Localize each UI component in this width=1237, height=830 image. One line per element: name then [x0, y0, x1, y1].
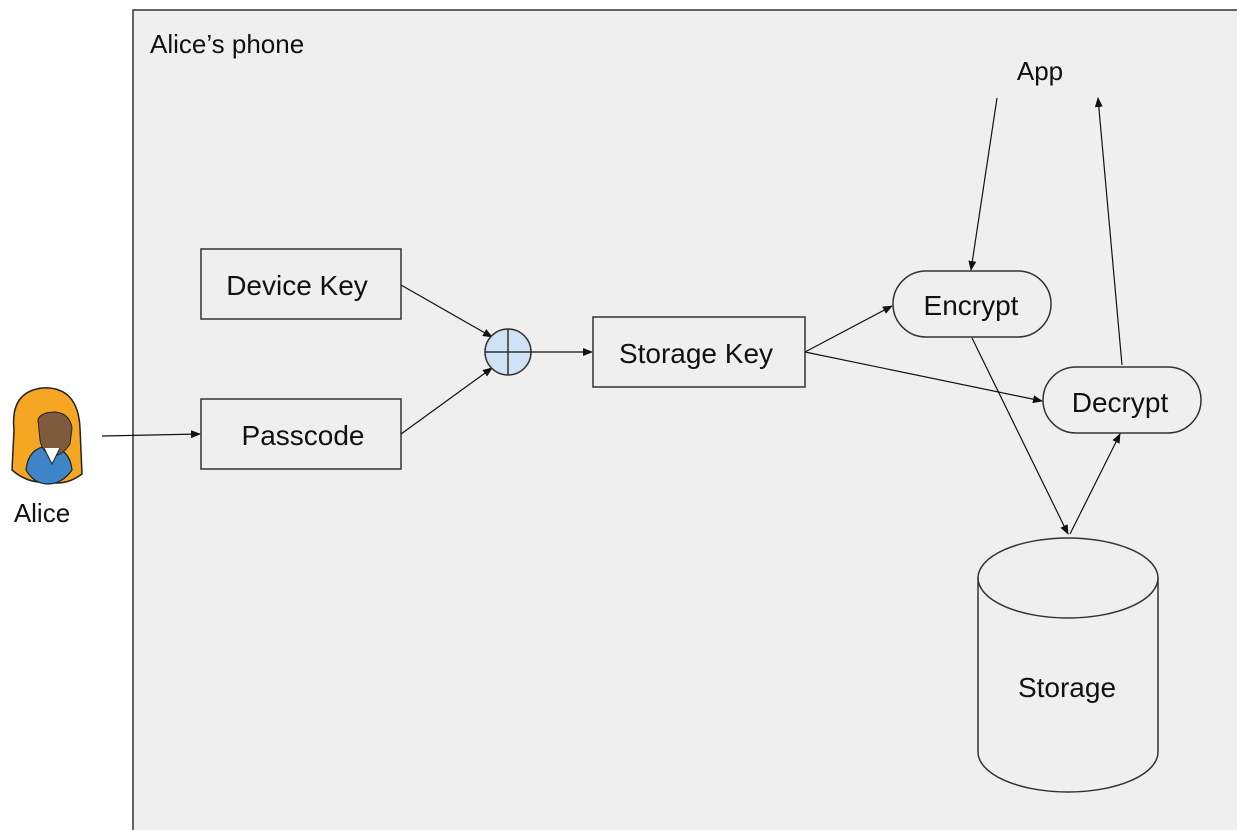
arrow-storage-key-to-decrypt — [804, 351, 1043, 404]
arrow-passcode-to-combine — [400, 367, 493, 435]
device-key-label: Device Key — [226, 270, 368, 301]
app-label: App — [1017, 56, 1063, 86]
encrypt-node — [892, 270, 1052, 338]
arrow-device-key-to-combine — [400, 284, 493, 338]
encrypt-label: Encrypt — [924, 290, 1019, 321]
phone-container-label: Alice’s phone — [150, 29, 304, 59]
arrow-app-to-encrypt — [968, 97, 998, 271]
storage-cylinder — [977, 537, 1159, 793]
passcode-label: Passcode — [242, 420, 365, 451]
arrow-storage-to-decrypt — [1069, 433, 1121, 535]
person-icon — [11, 387, 83, 485]
xor-circle-icon — [484, 328, 532, 376]
decrypt-node — [1042, 366, 1202, 434]
arrow-encrypt-to-storage — [971, 337, 1069, 535]
storage-label: Storage — [1018, 672, 1116, 703]
arrow-storage-key-to-encrypt — [804, 305, 893, 353]
arrow-alice-to-passcode — [101, 430, 201, 439]
storage-key-box — [592, 316, 806, 388]
device-key-box — [200, 248, 402, 320]
storage-key-label: Storage Key — [619, 338, 773, 369]
alice-label: Alice — [14, 498, 70, 528]
decrypt-label: Decrypt — [1072, 387, 1169, 418]
arrow-decrypt-to-app — [1094, 97, 1123, 366]
